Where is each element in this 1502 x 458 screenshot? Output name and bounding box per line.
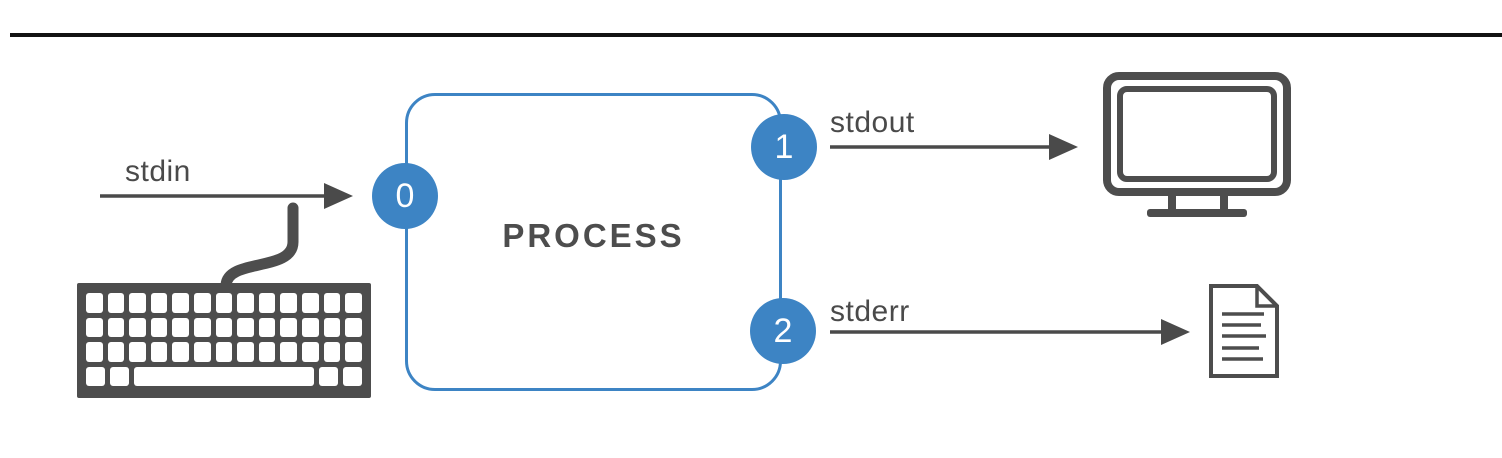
keyboard-key bbox=[302, 317, 319, 337]
monitor-stand-leg bbox=[1168, 196, 1176, 211]
keyboard-row-bottom bbox=[86, 366, 362, 386]
keyboard-key bbox=[215, 342, 233, 362]
fd-badge-stdout: 1 bbox=[751, 114, 817, 180]
keyboard-row bbox=[86, 317, 362, 337]
fd-number: 0 bbox=[395, 177, 415, 215]
keyboard-key bbox=[86, 317, 103, 337]
keyboard-key bbox=[172, 293, 190, 313]
keyboard-key bbox=[107, 342, 125, 362]
keyboard-key bbox=[172, 342, 190, 362]
stderr-label: stderr bbox=[830, 295, 910, 328]
monitor-screen bbox=[1117, 86, 1277, 182]
keyboard-key bbox=[323, 293, 341, 313]
keyboard-key bbox=[280, 342, 298, 362]
keyboard-key bbox=[280, 317, 298, 337]
process-title: PROCESS bbox=[502, 217, 685, 254]
keyboard-key bbox=[323, 342, 341, 362]
keyboard-key bbox=[194, 342, 211, 362]
keyboard-key bbox=[150, 342, 168, 362]
keyboard-key bbox=[107, 293, 125, 313]
keyboard-key bbox=[110, 366, 129, 386]
process-box: PROCESS bbox=[405, 93, 782, 391]
keyboard-row bbox=[86, 342, 362, 362]
keyboard-key bbox=[345, 342, 362, 362]
fd-badge-stdin: 0 bbox=[372, 163, 438, 229]
keyboard-key bbox=[129, 293, 146, 313]
keyboard-key bbox=[237, 317, 254, 337]
keyboard-key bbox=[302, 342, 319, 362]
fd-number: 2 bbox=[773, 312, 793, 350]
monitor-stand-leg bbox=[1220, 196, 1228, 211]
keyboard-spacebar bbox=[134, 366, 314, 386]
keyboard-key bbox=[86, 342, 103, 362]
keyboard-key bbox=[258, 342, 276, 362]
top-divider-rule bbox=[10, 33, 1502, 37]
keyboard-key bbox=[302, 293, 319, 313]
keyboard-key bbox=[319, 366, 338, 386]
keyboard-key bbox=[345, 293, 362, 313]
keyboard-row bbox=[86, 293, 362, 313]
stdout-label: stdout bbox=[830, 106, 915, 139]
keyboard-key bbox=[129, 317, 146, 337]
keyboard-key bbox=[258, 293, 276, 313]
fd-badge-stderr: 2 bbox=[750, 298, 816, 364]
fd-number: 1 bbox=[774, 128, 794, 166]
stdin-label: stdin bbox=[125, 155, 191, 188]
keyboard-key bbox=[86, 366, 105, 386]
keyboard-key bbox=[107, 317, 125, 337]
keyboard-key bbox=[150, 317, 168, 337]
keyboard-key bbox=[129, 342, 146, 362]
keyboard-cable bbox=[220, 202, 299, 291]
keyboard-key bbox=[194, 293, 211, 313]
keyboard-key bbox=[86, 293, 103, 313]
monitor-stand-base bbox=[1147, 209, 1247, 217]
file-icon bbox=[1209, 284, 1279, 378]
keyboard-key bbox=[280, 293, 298, 313]
keyboard-key bbox=[215, 317, 233, 337]
keyboard-key bbox=[237, 342, 254, 362]
keyboard-key bbox=[215, 293, 233, 313]
keyboard-key bbox=[343, 366, 362, 386]
keyboard-key bbox=[258, 317, 276, 337]
monitor-icon bbox=[1103, 72, 1291, 196]
keyboard-icon bbox=[77, 283, 371, 398]
keyboard-key bbox=[323, 317, 341, 337]
keyboard-key bbox=[172, 317, 190, 337]
keyboard-key bbox=[194, 317, 211, 337]
keyboard-key bbox=[237, 293, 254, 313]
keyboard-key bbox=[345, 317, 362, 337]
keyboard-key bbox=[150, 293, 168, 313]
